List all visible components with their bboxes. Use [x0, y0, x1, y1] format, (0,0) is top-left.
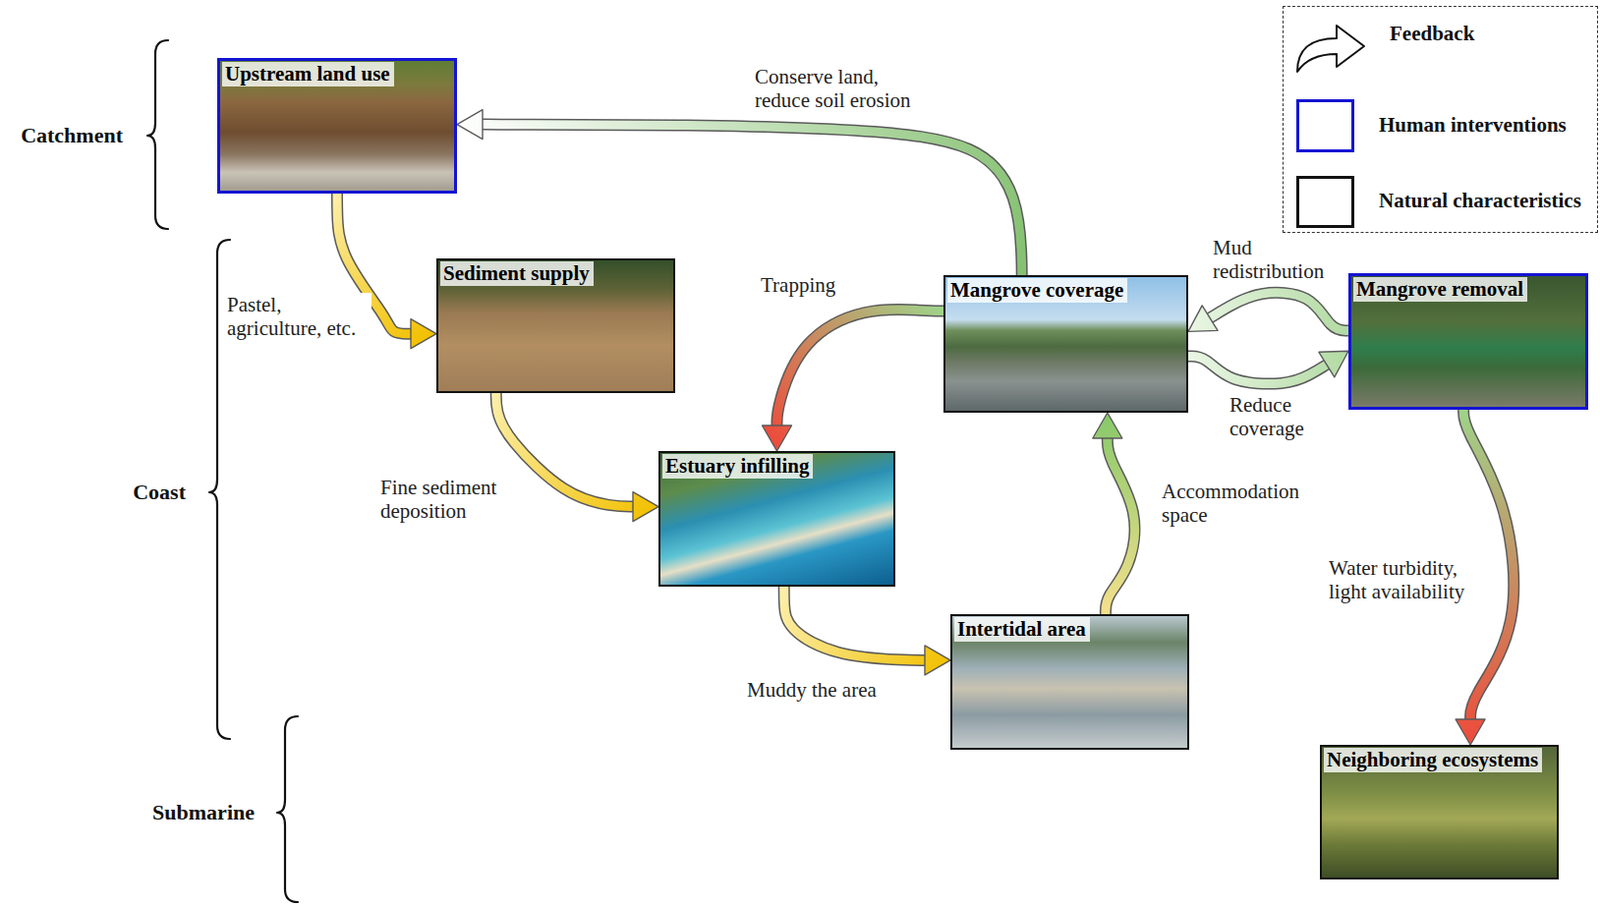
arrow-head	[762, 425, 793, 452]
edge-label: Conserve land, reduce soil erosion	[752, 64, 922, 113]
image-box: Estuary infilling	[658, 451, 896, 587]
arrow-shaft	[777, 309, 945, 426]
edge-label: Accommodation space	[1159, 479, 1314, 527]
image-box: Intertidal area	[950, 614, 1190, 750]
image-box: Mangrove coverage	[943, 275, 1189, 413]
edge-label: Muddy the area	[744, 678, 879, 702]
arrow-head	[457, 110, 483, 140]
process-arrow	[496, 393, 659, 522]
arrow-head	[1092, 412, 1123, 439]
process-arrow	[784, 586, 951, 676]
arrow-outline	[777, 309, 945, 426]
section-label: Catchment	[20, 122, 123, 149]
arrow-shaft	[496, 393, 633, 508]
arrow-shaft	[1209, 292, 1349, 332]
image-box: Neighboring ecosystems	[1319, 744, 1559, 880]
edge-label: Mud redistribution	[1210, 235, 1333, 284]
arrow-head	[410, 319, 437, 349]
feedback-arrow	[1092, 412, 1136, 615]
node-title: Upstream land use	[222, 61, 395, 87]
arrow-outline	[1209, 292, 1349, 332]
arrow-outline	[482, 124, 1023, 276]
arrow-head	[924, 645, 951, 676]
legend-swatch	[1296, 175, 1355, 229]
edge-label: Reduce coverage	[1227, 393, 1320, 441]
image-box: Upstream land use	[217, 57, 458, 194]
edge-label: Water turbidity, light availability	[1326, 556, 1479, 604]
edge-label: Trapping	[758, 273, 838, 297]
arrow-shaft	[1105, 438, 1136, 615]
feedback-arrow	[1188, 350, 1349, 384]
arrow-head	[1455, 719, 1486, 745]
arrow-outline	[1188, 356, 1327, 385]
arrow-shaft	[1188, 356, 1327, 385]
edge-label: Pastel, agriculture, etc.	[225, 292, 372, 341]
feedback-arrow	[762, 309, 945, 452]
arrow-shaft	[482, 124, 1023, 276]
image-box: Sediment supply	[436, 258, 676, 394]
image-box: Mangrove removal	[1348, 273, 1589, 410]
node-title: Neighboring ecosystems	[1323, 747, 1543, 773]
feedback-arrow	[457, 110, 1023, 276]
feedback-arrow-icon	[1293, 20, 1368, 74]
section-label: Coast	[132, 479, 186, 506]
arrow-outline	[496, 393, 633, 508]
submarine-bracket	[277, 716, 298, 903]
legend-text: Natural characteristics	[1378, 188, 1582, 213]
node-title: Estuary infilling	[662, 454, 813, 479]
node-title: Mangrove coverage	[947, 278, 1128, 303]
feedback-arrow-shape	[1297, 25, 1365, 72]
catchment-bracket	[147, 40, 169, 229]
arrow-head	[632, 492, 659, 522]
legend-swatch	[1296, 99, 1355, 153]
legend-text: Feedback	[1389, 21, 1475, 46]
section-label: Submarine	[152, 800, 255, 826]
edge-label: Fine sediment deposition	[378, 475, 509, 523]
arrow-head	[1318, 350, 1349, 378]
feedback-arrow	[1188, 292, 1349, 333]
arrow-head	[1188, 305, 1218, 333]
node-title: Sediment supply	[440, 261, 594, 286]
arrow-outline	[1105, 438, 1136, 615]
legend-text: Human interventions	[1378, 113, 1567, 137]
node-title: Mangrove removal	[1353, 277, 1528, 302]
node-title: Intertidal area	[954, 617, 1090, 642]
arrow-shaft	[784, 586, 925, 661]
arrow-outline	[784, 586, 925, 661]
